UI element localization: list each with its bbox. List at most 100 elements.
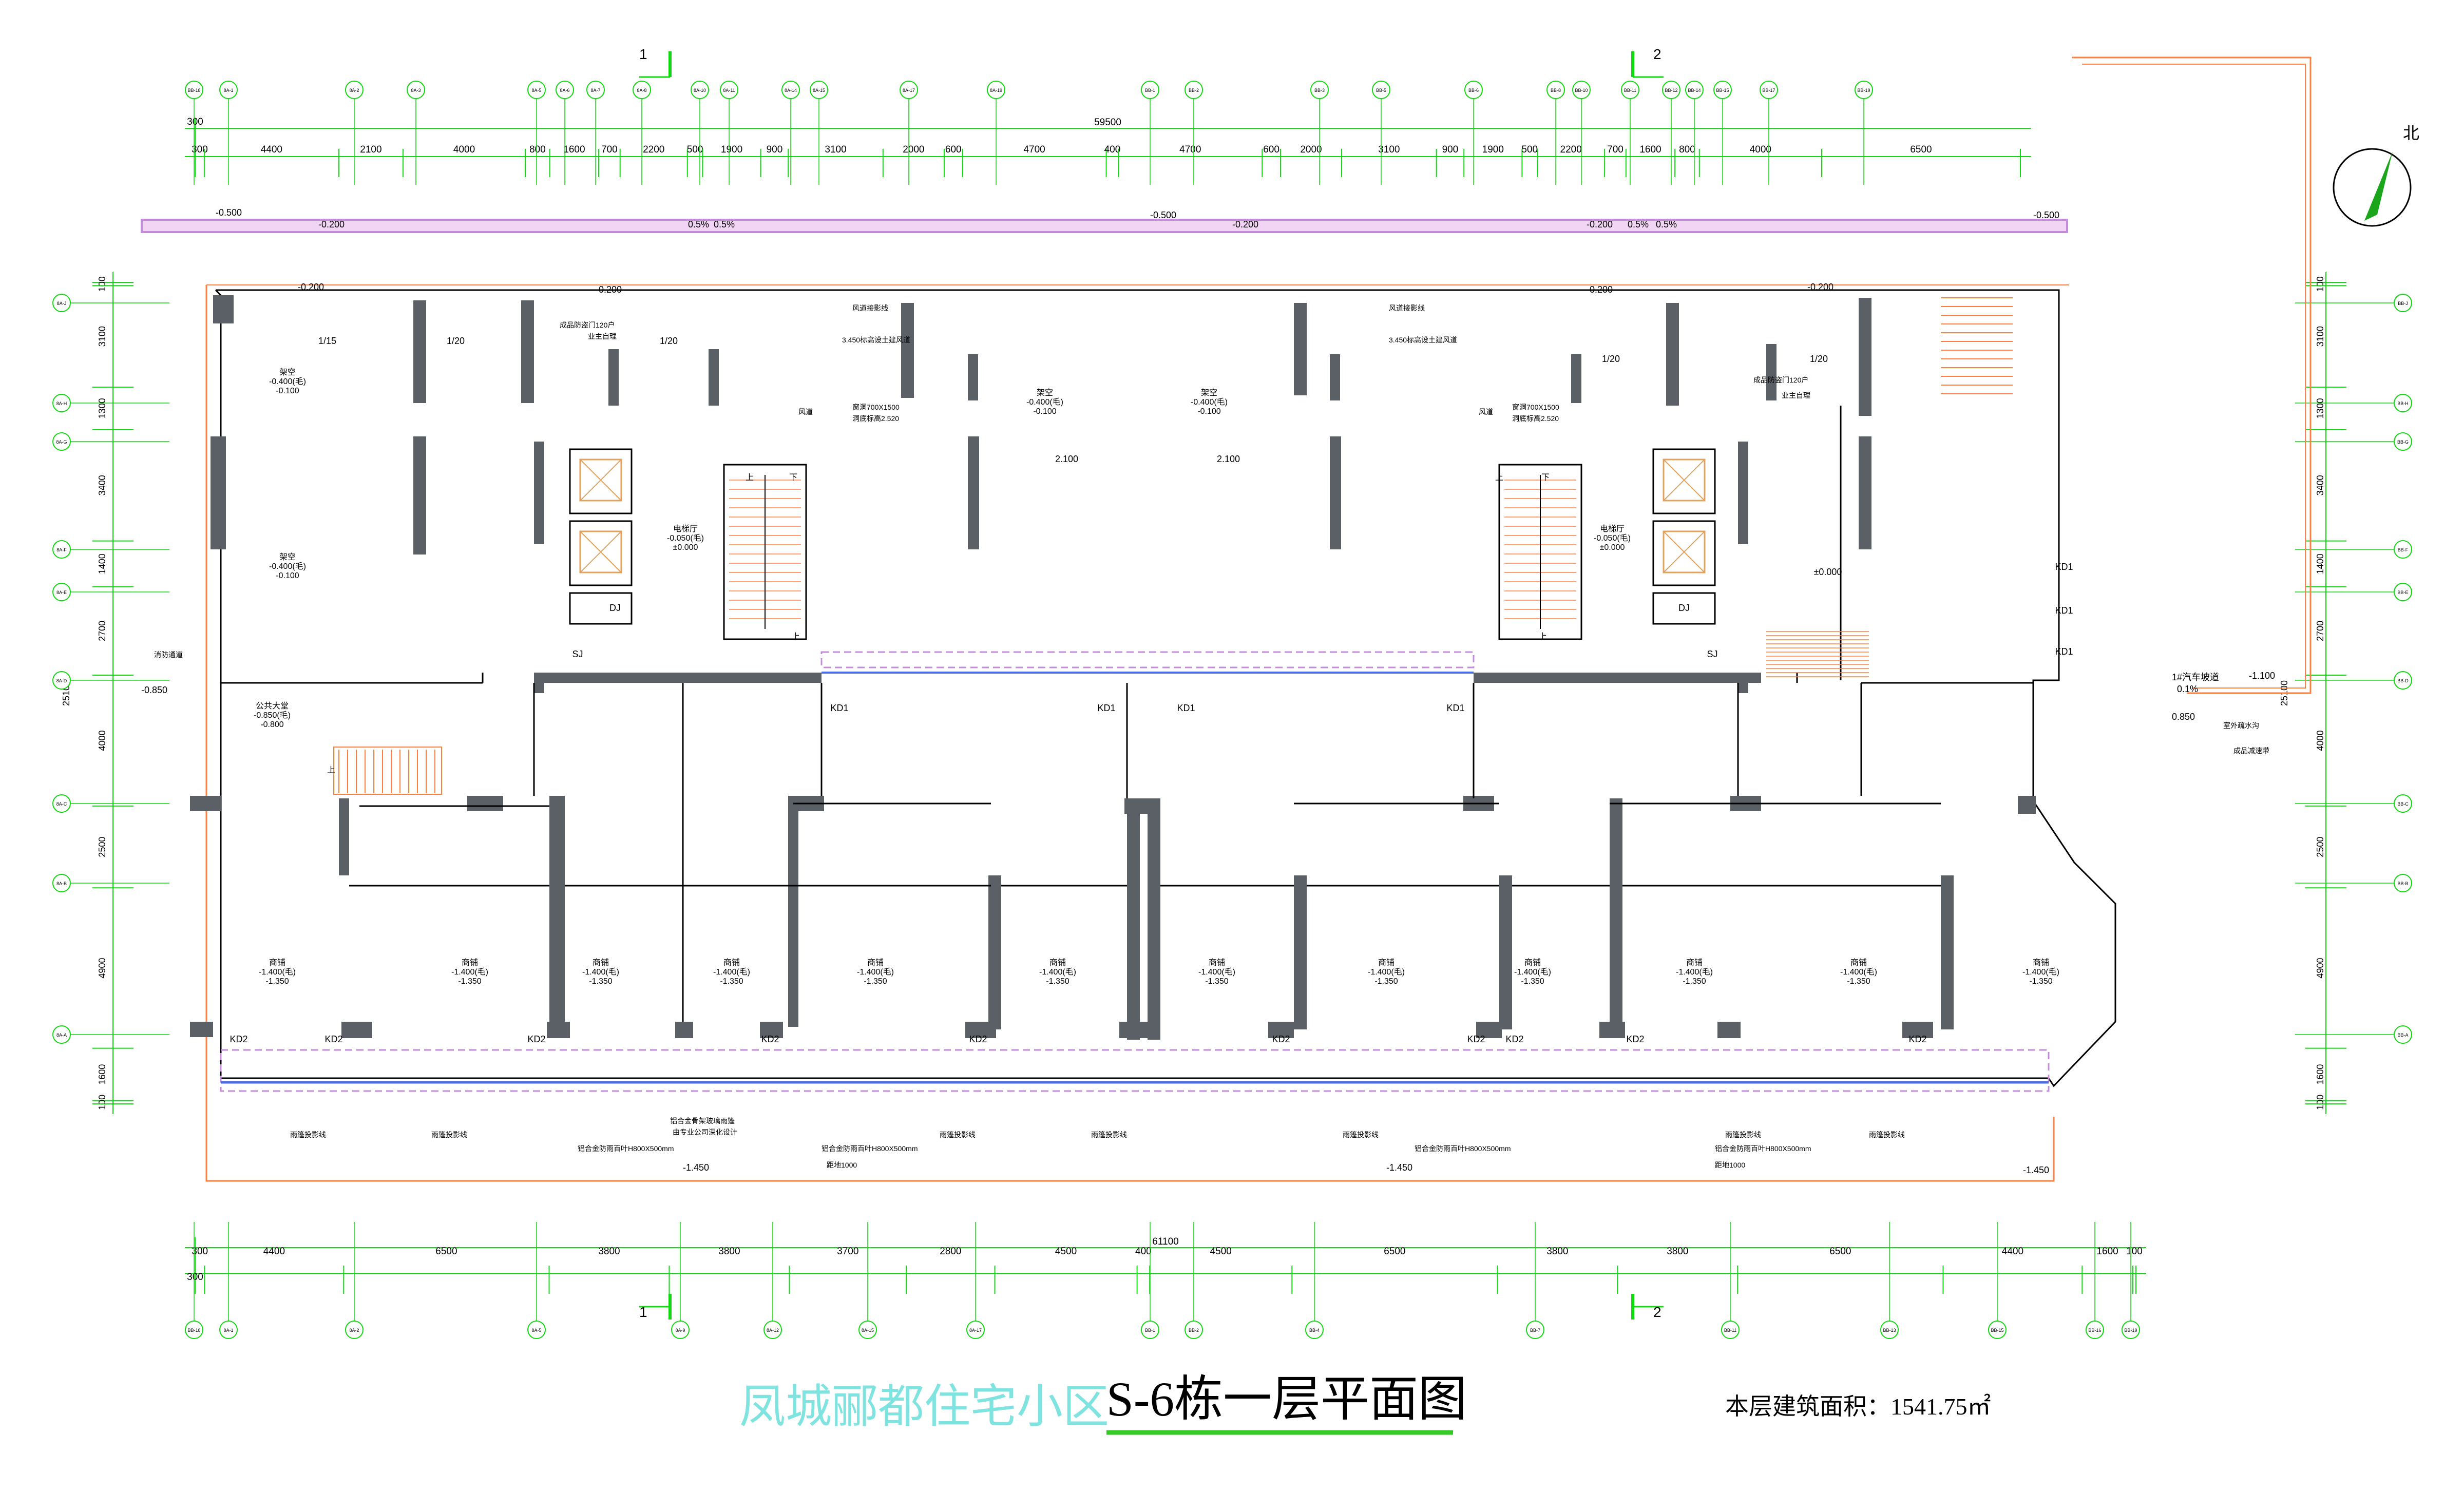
axis-top-17-label: BB-5	[1376, 88, 1386, 93]
top-dim-edge: 300	[187, 117, 203, 127]
top-dim-seg-26: 800	[1679, 144, 1695, 155]
wall-pier-27	[467, 796, 503, 811]
section-mark-2-top: 2	[1653, 46, 1661, 62]
axis-left-4-label: 8A-E	[56, 590, 67, 595]
top-dim-seg-22: 500	[1521, 144, 1538, 155]
room-kd2-5: KD2	[1272, 1034, 1290, 1044]
axis-top-11-label: 8A-15	[813, 88, 825, 93]
bot-dim-seg-11: 3800	[1546, 1246, 1568, 1257]
axis-top-13-label: 8A-19	[990, 88, 1002, 93]
room-shop-8-2: -1.350	[1521, 977, 1544, 986]
room-shop-1-0: 商铺	[462, 958, 478, 967]
room-lobby-2-0: 电梯厅	[1600, 524, 1625, 533]
room-overhead-1-1: -0.400(毛)	[269, 377, 306, 386]
room-zero: ±0.000	[1814, 567, 1842, 577]
right-dim-seg-4: 1400	[2315, 553, 2325, 574]
axis-top-24-label: BB-15	[1716, 88, 1729, 93]
bot-dim-seg-3: 3800	[598, 1246, 620, 1257]
room-public-hall-0: 公共大堂	[256, 701, 289, 711]
room-lobby-1-0: 电梯厅	[673, 524, 698, 533]
axis-right-3-label: BB-F	[2398, 547, 2409, 552]
slope-ramp-c: 1/20	[1602, 354, 1620, 364]
bot-dim-seg-16: 100	[2126, 1246, 2143, 1257]
bot-dim-seg-6: 2800	[940, 1246, 961, 1257]
north-arrow: 北	[2333, 124, 2419, 227]
room-shop-8-0: 商铺	[1524, 958, 1541, 967]
slope-3: 0.5%	[1628, 219, 1649, 230]
room-updown-2: 上	[1495, 473, 1503, 482]
note-grille-2: 铝合金防雨百叶H800X500mm	[822, 1144, 918, 1153]
room-shop-0-0: 商铺	[269, 958, 285, 967]
wall-pier-26	[339, 798, 349, 875]
note-fire: 消防通道	[154, 651, 183, 659]
top-dim-seg-13: 600	[945, 144, 962, 155]
room-overhead-4-0: 架空	[1201, 388, 1217, 397]
room-overhead-3-1: -0.400(毛)	[1026, 397, 1063, 407]
section-mark-2-bottom: 2	[1653, 1304, 1661, 1320]
room-overhead-1-2: -0.100	[276, 387, 299, 395]
top-dim-seg-24: 700	[1607, 144, 1623, 155]
left-dim-seg-7: 2500	[97, 837, 107, 857]
level-top-1: -0.200	[318, 219, 345, 230]
right-dim-seg-6: 4000	[2315, 730, 2325, 751]
axis-bot-2-label: 8A-2	[349, 1328, 359, 1333]
axis-bot-0-label: BB-18	[187, 1328, 200, 1333]
room-shop-6-1: -1.400(毛)	[1198, 967, 1235, 977]
note-window-2: 窗洞700X1500	[1512, 403, 1559, 411]
room-shop-10-0: 商铺	[1850, 958, 1867, 967]
level-top-mid: -0.500	[1150, 210, 1176, 220]
room-kd2-3: KD2	[761, 1034, 779, 1044]
room-shop-0-2: -1.350	[265, 977, 289, 986]
wall-pier-14	[413, 436, 426, 555]
room-kd1-3: KD1	[1446, 703, 1464, 713]
axis-top-7-label: 8A-8	[637, 88, 646, 93]
left-dim-seg-8: 4900	[97, 958, 107, 978]
note-grille-4: 铝合金防雨百叶H800X500mm	[1715, 1144, 1811, 1153]
room-shop-4-0: 商铺	[867, 958, 884, 967]
right-dimension-chain: 1003100130034001400270040002500490016001…	[2279, 272, 2346, 1114]
level-top-3: -0.200	[1587, 219, 1613, 230]
room-shop-1-1: -1.400(毛)	[451, 967, 488, 977]
axis-right-8-label: BB-A	[2397, 1033, 2408, 1038]
axis-left-7-label: 8A-B	[56, 881, 67, 886]
axis-bot-11-label: BB-7	[1530, 1328, 1540, 1333]
wall-pier-5	[901, 303, 914, 398]
axis-right-0-label: BB-J	[2398, 301, 2408, 306]
room-shop-4-2: -1.350	[864, 977, 887, 986]
room-overhead-2-2: -0.100	[276, 571, 299, 580]
note-canopy-4: 雨篷投影线	[1091, 1131, 1127, 1139]
left-dim-seg-4: 1400	[97, 553, 107, 574]
note-well-2: 风道	[1479, 408, 1493, 416]
note-shaft-1: 风道接影线	[852, 304, 888, 312]
wall-pier-8	[1330, 354, 1340, 400]
floor-area: 本层建筑面积：1541.75㎡	[1725, 1393, 1991, 1420]
axis-top-2-label: 8A-2	[349, 88, 359, 93]
building-walls	[190, 289, 2116, 1087]
room-labels: 架空-0.400(毛)-0.100架空-0.400(毛)-0.100架空-0.4…	[230, 368, 2073, 1044]
right-dim-seg-8: 4900	[2315, 958, 2325, 978]
top-dim-seg-14: 4700	[1023, 144, 1045, 155]
bot-dim-seg-15: 1600	[2096, 1246, 2118, 1257]
axis-left-0-label: 8A-J	[57, 301, 67, 306]
axis-top-19-label: BB-8	[1551, 88, 1561, 93]
room-kd2-7: KD2	[1505, 1034, 1523, 1044]
ramp-pct: 0.1%	[2177, 684, 2198, 694]
room-kd1-2: KD1	[1177, 703, 1195, 713]
axis-bot-12-label: BB-11	[1724, 1328, 1736, 1333]
room-kd1-r-2: KD1	[2055, 646, 2073, 657]
axis-top-15-label: BB-2	[1189, 88, 1199, 93]
room-overhead-2-1: -0.400(毛)	[269, 562, 306, 571]
level-annotations: -0.500 -0.200 0.5% 0.5% -0.500 -0.200 -0…	[141, 207, 2275, 1175]
room-shop-9-2: -1.350	[1683, 977, 1706, 986]
level-2c: -0.200	[1587, 284, 1613, 295]
top-dim-seg-9: 1900	[721, 144, 742, 155]
section-mark-1-bottom: 1	[639, 1304, 647, 1320]
axis-left-8-label: 8A-A	[56, 1033, 67, 1038]
note-shaft-level-2: 3.450标高设土建风道	[1389, 336, 1457, 344]
room-updown-6: 上	[327, 766, 335, 775]
axis-right-1-label: BB-H	[2397, 401, 2409, 406]
wall-pier-20	[534, 673, 822, 683]
wall-pier-10	[1666, 303, 1679, 406]
note-glass-note: 由专业公司深化设计	[673, 1128, 737, 1136]
